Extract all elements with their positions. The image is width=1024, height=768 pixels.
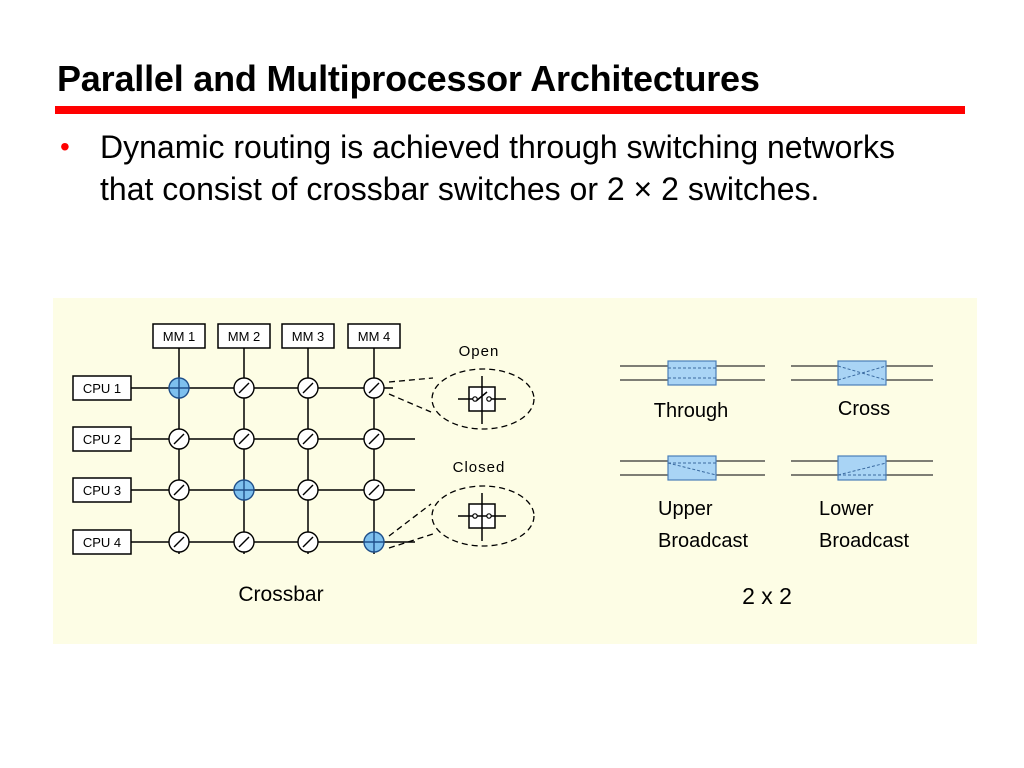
open-switch-node-r4-c1: [168, 531, 190, 553]
open-switch-node-r3-c1: [168, 479, 190, 501]
open-connector-bottom: [388, 393, 432, 413]
open-switch-node-r1-c3: [297, 377, 319, 399]
cpu3-box: [72, 477, 132, 503]
cpu2-label: CPU 2: [83, 432, 121, 447]
open-switch-contact-left: [472, 396, 478, 402]
open-connector-top: [388, 377, 434, 383]
mm2-box: [217, 323, 271, 349]
open-switch-blade: [475, 391, 488, 402]
open-switch-contact-right: [486, 396, 492, 402]
through-switch: [620, 360, 765, 386]
callout-connectors: [388, 368, 535, 549]
memory-modules: MM 1 MM 2 MM 3 MM 4: [152, 323, 401, 349]
closed-switch-node-r3-c2: [233, 479, 255, 501]
closed-switch-contact-right: [486, 513, 492, 519]
open-switch-node-r2-c3: [297, 428, 319, 450]
upper-box: [667, 455, 717, 481]
mm2-label: MM 2: [228, 329, 261, 344]
slide-title: Parallel and Multiprocessor Architecture…: [57, 58, 760, 99]
open-switch-node-r1-c4: [363, 377, 385, 399]
open-switch-node-r3-c3: [297, 479, 319, 501]
through-box: [667, 360, 717, 386]
closed-switch-node-r4-c4: [363, 531, 385, 553]
lower-broadcast-switch: [791, 455, 933, 481]
closed-connector-bottom: [388, 533, 434, 549]
two-by-two-caption: 2 x 2: [742, 583, 792, 609]
upper-broadcast-switch: [620, 455, 765, 481]
switching-diagram: MM 1 MM 2 MM 3 MM 4 CPU 1 CPU 2 CPU 3 CP…: [72, 323, 933, 609]
open-label: Open: [459, 343, 500, 360]
cpu3-label: CPU 3: [83, 483, 121, 498]
mm1-box: [152, 323, 206, 349]
closed-callout-ellipse: [431, 485, 535, 547]
cpu1-box: [72, 375, 132, 401]
cpu1-label: CPU 1: [83, 381, 121, 396]
closed-label: Closed: [453, 459, 506, 476]
mm4-label: MM 4: [358, 329, 391, 344]
open-switch-node-r2-c1: [168, 428, 190, 450]
open-switch-node-r3-c4: [363, 479, 385, 501]
lower-box: [837, 455, 887, 481]
upper-broadcast-label-1: Upper: [658, 498, 713, 520]
lower-broadcast-label-1: Lower: [819, 498, 874, 520]
closed-switch-detail: [458, 493, 506, 541]
open-switch-node-r2-c2: [233, 428, 255, 450]
lower-broadcast-label-2: Broadcast: [819, 530, 909, 552]
mm1-label: MM 1: [163, 329, 196, 344]
upper-path-diagonal: [667, 462, 717, 476]
open-switch-detail: [458, 376, 506, 424]
switching-figure: MM 1 MM 2 MM 3 MM 4 CPU 1 CPU 2 CPU 3 CP…: [53, 298, 977, 644]
cpu2-box: [72, 426, 132, 452]
open-switch-node-r1-c2: [233, 377, 255, 399]
cross-path-b: [837, 365, 887, 381]
open-switch-node-r4-c3: [297, 531, 319, 553]
lower-path-diagonal: [837, 462, 887, 476]
closed-connector-top: [388, 503, 432, 537]
open-callout-ellipse: [431, 368, 535, 430]
mm4-box: [347, 323, 401, 349]
closed-switch-node-r1-c1: [168, 377, 190, 399]
closed-switch-contact-left: [472, 513, 478, 519]
crossbar-caption: Crossbar: [238, 583, 323, 606]
title-rule: [55, 106, 965, 114]
open-switch-node-r2-c4: [363, 428, 385, 450]
mm3-label: MM 3: [292, 329, 325, 344]
open-switch-node-r4-c2: [233, 531, 255, 553]
cpu-units: CPU 1 CPU 2 CPU 3 CPU 4: [72, 375, 132, 555]
mm3-box: [281, 323, 335, 349]
upper-broadcast-label-2: Broadcast: [658, 530, 748, 552]
cpu4-label: CPU 4: [83, 535, 121, 550]
bullet-marker: •: [60, 131, 70, 162]
through-label: Through: [654, 400, 729, 422]
cpu4-box: [72, 529, 132, 555]
cross-label: Cross: [838, 398, 890, 420]
bullet-text: Dynamic routing is achieved through swit…: [100, 129, 896, 207]
crossbar-switches: [168, 377, 385, 553]
cross-switch: [791, 360, 933, 386]
